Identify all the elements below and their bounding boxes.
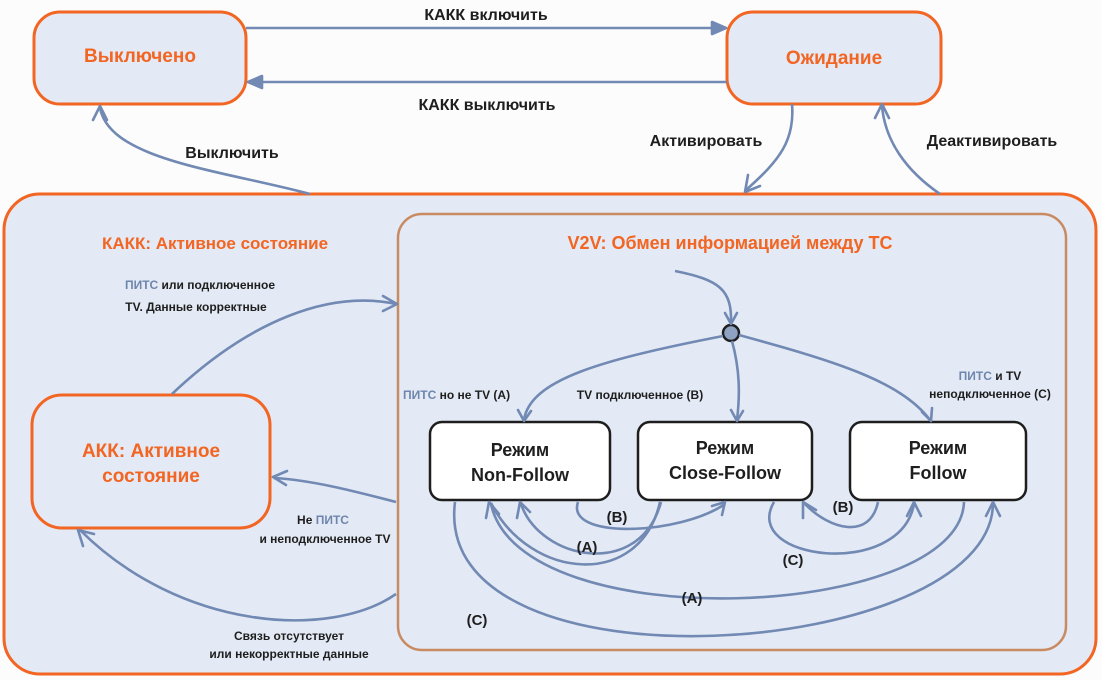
label-turn-off: Выключить <box>185 145 279 162</box>
edge-deactivate <box>880 105 941 196</box>
edge-branch-a <box>522 334 724 421</box>
edge-cf-to-f <box>768 501 916 555</box>
arrowhead-icon <box>920 406 934 423</box>
label-activate: Активировать <box>650 133 763 150</box>
state-off-label: Выключено <box>84 46 196 67</box>
mode-follow[interactable]: Режим Follow <box>848 420 1028 502</box>
edge-cf-to-nf <box>519 501 663 555</box>
arrowhead-icon <box>743 173 762 194</box>
kakk-active-title: КАКК: Активное состояние <box>102 234 328 253</box>
label-b2: (B) <box>833 499 854 516</box>
label-c1: (C) <box>783 552 804 569</box>
edge-activate <box>745 103 794 191</box>
v2v-title: V2V: Обмен информацией между ТС <box>567 233 892 253</box>
arrowhead-icon <box>246 74 264 90</box>
choice-node <box>721 323 741 343</box>
mode-nonfollow-line1: Режим <box>491 440 549 460</box>
label-deactivate: Деактивировать <box>927 133 1058 150</box>
edge-initial <box>674 269 733 324</box>
arrowhead-icon <box>516 408 533 423</box>
state-standby-label: Ожидание <box>786 48 882 69</box>
label-to-akk-1: Не ПИТС <box>297 513 349 527</box>
state-standby[interactable] <box>725 10 943 106</box>
label-to-v2v-1: ПИТС или подключенное <box>125 278 275 292</box>
edge-branch-c <box>738 333 932 421</box>
arrowhead-icon <box>729 408 745 423</box>
edge-f-to-cf <box>804 501 880 529</box>
edge-to-v2v <box>171 299 397 395</box>
label-kakk-on: КАКК включить <box>424 7 548 24</box>
arrowhead-icon <box>381 294 399 313</box>
label-a1: (A) <box>577 539 598 556</box>
label-cond-b: TV подключенное (B) <box>577 388 703 402</box>
edge-nf-to-cf <box>575 501 726 531</box>
arrowhead-icon <box>710 20 728 36</box>
edge-link-lost <box>79 529 397 622</box>
label-kakk-off: КАКК выключить <box>418 97 555 114</box>
edge-branch-b <box>730 340 741 421</box>
edge-to-akk <box>273 476 397 504</box>
arrowhead-icon <box>76 528 96 548</box>
mode-closefollow-line1: Режим <box>696 438 754 458</box>
label-cond-c-2: неподключенное (C) <box>929 387 1051 401</box>
label-a2: (A) <box>682 590 703 607</box>
state-akk-label-1: АКК: Активное <box>82 441 220 462</box>
label-to-v2v-2: TV. Данные корректные <box>125 300 267 314</box>
label-to-akk-2: и неподключенное TV <box>259 532 390 546</box>
arrowhead-icon <box>801 500 818 520</box>
arrowhead-icon <box>984 500 1002 518</box>
edge-nf-to-f <box>453 501 995 638</box>
state-akk-label-2: состояние <box>102 466 200 487</box>
edge-turn-off <box>98 107 311 196</box>
state-off[interactable] <box>32 10 248 106</box>
label-cond-c-1: ПИТС и TV <box>959 369 1022 383</box>
label-cond-a: ПИТС но не TV (A) <box>403 388 510 402</box>
mode-closefollow-line2: Close-Follow <box>669 463 782 483</box>
arrowhead-icon <box>905 500 923 518</box>
arrowhead-icon <box>710 500 727 517</box>
mode-follow-line1: Режим <box>909 438 967 458</box>
arrowhead-icon <box>723 311 739 326</box>
mode-nonfollow-line2: Non-Follow <box>471 465 570 485</box>
edge-f-to-nf <box>489 501 966 600</box>
state-akk-active[interactable] <box>30 393 272 530</box>
arrowhead-icon <box>484 500 501 520</box>
label-b1: (B) <box>607 509 628 526</box>
label-lost-2: или некорректные данные <box>209 647 369 661</box>
arrowhead-icon <box>515 500 532 520</box>
label-lost-1: Связь отсутствует <box>234 629 344 643</box>
mode-nonfollow[interactable]: Режим Non-Follow <box>428 420 612 502</box>
arrowhead-icon <box>91 104 109 122</box>
label-c2: (C) <box>467 612 488 629</box>
arrowhead-icon <box>271 469 289 487</box>
arrowhead-icon <box>873 102 891 120</box>
mode-closefollow[interactable]: Режим Close-Follow <box>636 420 814 502</box>
mode-follow-line2: Follow <box>910 463 968 483</box>
